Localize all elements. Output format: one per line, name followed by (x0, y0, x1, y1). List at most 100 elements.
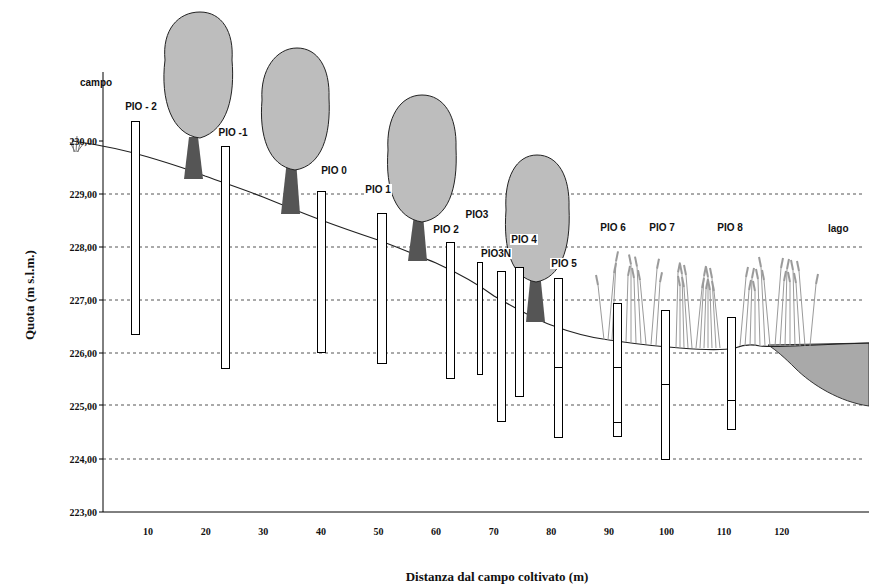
reed-plume (628, 266, 630, 276)
reed-stem (793, 270, 795, 346)
reed-plume (797, 261, 799, 271)
screen-section (662, 384, 669, 385)
reed-plume (712, 281, 714, 291)
x-tick-label: 60 (431, 526, 441, 537)
reed-stem (680, 286, 681, 348)
reed-stem (710, 290, 712, 348)
lake (768, 343, 869, 406)
reed-plume (784, 271, 786, 281)
reed-stem (740, 277, 746, 346)
x-tick-label: 70 (489, 526, 499, 537)
reed-plume (680, 264, 682, 274)
reed-stem (750, 278, 752, 346)
y-tick-label: 228,00 (70, 242, 98, 253)
reed-stem (708, 277, 709, 348)
piezometer-label: PIO 4 (510, 234, 538, 245)
piezometer: PIO 7 (661, 310, 670, 460)
piezometer: PIO3N (497, 271, 506, 422)
reed-stem (790, 282, 791, 346)
reeds (596, 251, 818, 348)
piezometer-label: PIO 7 (648, 222, 676, 233)
reed-stem (700, 276, 704, 348)
piezometer: PIO -1 (221, 146, 230, 369)
piezometer: PIO 8 (727, 317, 736, 430)
y-tick-label: 229,00 (70, 189, 98, 200)
piezometer: PIO 5 (554, 278, 563, 438)
screen-section (614, 422, 621, 423)
y-tick-label: 226,00 (70, 348, 98, 359)
piezometer-label: PIO3N (480, 248, 512, 259)
piezometer: PIO 4 (515, 267, 524, 397)
piezometer-label: PIO3 (465, 209, 490, 220)
reed-stem (714, 291, 720, 348)
reed-plume (629, 254, 631, 264)
reed-plume (635, 257, 637, 267)
y-tick-label: 227,00 (70, 295, 98, 306)
reed-stem (758, 279, 760, 346)
screen-section (614, 367, 621, 368)
x-tick-label: 10 (143, 526, 153, 537)
piezometer: PIO3 (477, 262, 483, 375)
piezometer-label: PIO 6 (599, 222, 627, 233)
reed-plume (788, 272, 790, 282)
piezometer-label: PIO 5 (550, 258, 578, 269)
reed-stem (631, 264, 632, 342)
piezometer-label: PIO -1 (218, 127, 249, 138)
y-tick-label: 224,00 (70, 454, 98, 465)
reed-plume (762, 270, 764, 280)
reed-stem (780, 281, 784, 346)
reed-plume (708, 280, 710, 290)
reed-plume (753, 281, 755, 291)
reed-stem (686, 275, 692, 348)
reed-plume (682, 277, 684, 287)
y-tick-label: 230,00 (70, 136, 98, 147)
axis-title: Distanza dal campo coltivato (m) (406, 570, 589, 584)
reed-stem (651, 269, 657, 345)
reed-stem (640, 280, 646, 344)
x-tick-label: 100 (659, 526, 674, 537)
x-tick-label: 20 (201, 526, 211, 537)
place-label: campo (80, 77, 112, 88)
piezometer: PIO 2 (446, 242, 455, 379)
reed-stem (656, 282, 660, 345)
reed-stem (598, 285, 604, 340)
reed-stem (785, 269, 787, 346)
reed-stem (799, 271, 805, 346)
reed-plume (678, 276, 680, 286)
grid-lines (103, 194, 862, 459)
piezometer: PIO 0 (317, 191, 326, 353)
place-label: lago (828, 223, 849, 234)
reed-stem (810, 284, 816, 346)
x-tick-label: 120 (774, 526, 789, 537)
reed-plume (749, 280, 751, 290)
axis-title: Quota (m s.l.m.) (23, 250, 37, 340)
reed-plume (710, 268, 712, 278)
piezometer-label: PIO 1 (364, 184, 392, 195)
reed-plume (794, 273, 796, 283)
reed-stem (761, 267, 765, 346)
reed-plume (787, 259, 789, 269)
reed-stem (682, 274, 684, 348)
reed-plume (752, 268, 754, 278)
reed-plume (632, 268, 634, 278)
reed-plume (791, 260, 793, 270)
reed-stem (796, 283, 800, 346)
y-tick-label: 225,00 (70, 401, 98, 412)
piezometer-label: PIO 2 (432, 224, 460, 235)
reed-plume (781, 258, 783, 268)
screen-section (555, 367, 562, 368)
x-tick-label: 90 (604, 526, 614, 537)
piezometer-label: PIO 8 (716, 222, 744, 233)
reed-plume (759, 257, 761, 267)
x-tick-label: 50 (374, 526, 384, 537)
screen-section (728, 400, 735, 401)
reed-stem (626, 276, 628, 342)
reed-stem (704, 289, 706, 348)
reed-stem (755, 291, 756, 346)
reed-stem (676, 273, 678, 348)
reed-stem (637, 267, 641, 344)
reed-plume (756, 269, 758, 279)
y-tick-label: 223,00 (70, 507, 98, 518)
reed-plume (816, 274, 818, 284)
